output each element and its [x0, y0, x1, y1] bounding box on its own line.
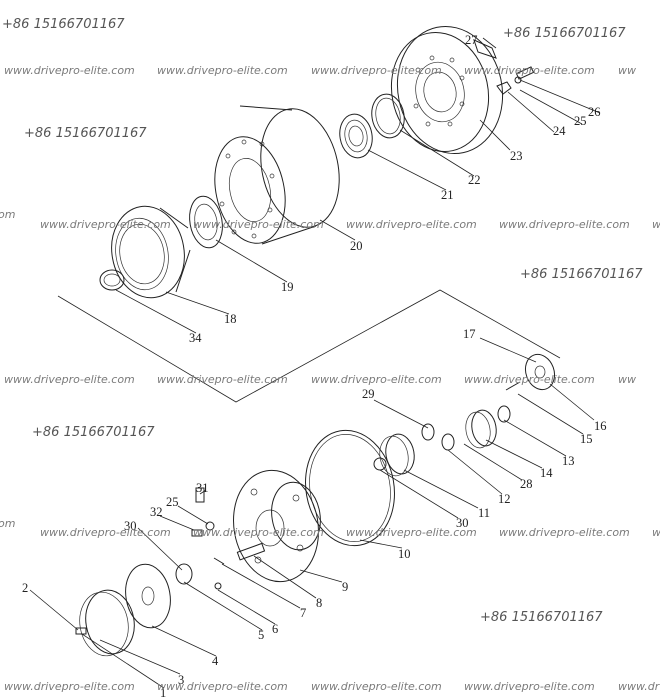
part-2-bolt [75, 627, 87, 635]
callout-21: 21 [441, 188, 454, 202]
callout-5: 5 [258, 628, 264, 642]
watermark-url-partial: ww [618, 64, 636, 77]
part-22-ring [371, 93, 405, 139]
part-34-seal [99, 269, 125, 291]
watermark-url: www.drivepro-elite.com [4, 680, 135, 693]
callout-2: 2 [22, 581, 28, 595]
callout-25-lower: 25 [166, 495, 179, 509]
watermark-url: www.drivepro-elite.com [311, 680, 442, 693]
part-21-bearing [339, 113, 373, 159]
part-32 [191, 529, 203, 537]
part-4-gasket [125, 563, 171, 629]
part-11-planet-gear [379, 433, 415, 477]
part-9-carrier [233, 469, 321, 583]
watermark-url: www.drivepro-elite.com [157, 373, 288, 386]
part-25 [205, 521, 215, 531]
callout-4: 4 [212, 654, 219, 668]
callout-labels: 27 26 25 24 23 22 21 20 19 18 34 17 16 1… [22, 33, 607, 700]
part-20-hub [214, 105, 340, 245]
callout-29: 29 [362, 387, 375, 401]
callout-11: 11 [478, 506, 490, 520]
callout-18: 18 [224, 312, 237, 326]
watermark-url-partial: www.dr [618, 680, 660, 693]
callout-19: 19 [281, 280, 294, 294]
part-29-washer [421, 423, 435, 441]
watermark-url: www.drivepro-elite.com [464, 680, 595, 693]
watermark-phone: +86 15166701167 [480, 610, 603, 625]
watermark-url: www.drivepro-elite.com [40, 218, 171, 231]
watermark-url: www.drivepro-elite.com [346, 526, 477, 539]
part-23-disc [390, 25, 504, 155]
part-18-ring-gear [111, 205, 191, 299]
watermark-url: www.drivepro-elite.com [346, 218, 477, 231]
part-17-cover [505, 353, 556, 391]
part-5-washer [175, 563, 193, 585]
callout-14: 14 [540, 466, 553, 480]
callout-28: 28 [520, 477, 533, 491]
watermark-phone: +86 15166701167 [520, 267, 643, 282]
part-19-bearing [189, 195, 223, 249]
watermark-url-partial: wv [652, 526, 660, 539]
callout-12: 12 [498, 492, 511, 506]
watermark-url: www.drivepro-elite.com [193, 526, 324, 539]
callout-26: 26 [588, 105, 601, 119]
leader-lines [29, 37, 601, 689]
callout-15: 15 [580, 432, 593, 446]
callout-16: 16 [594, 419, 607, 433]
watermark-url: www.drivepro-elite.com [499, 526, 630, 539]
watermark-url: www.drivepro-elite.com [311, 64, 442, 77]
watermark-url: www.drivepro-elite.com [157, 64, 288, 77]
part-10-gasket [305, 429, 395, 547]
part-7-pin [213, 557, 225, 565]
callout-23: 23 [510, 149, 523, 163]
watermark-url: www.drivepro-elite.com [157, 680, 288, 693]
callout-1: 1 [160, 686, 166, 700]
callout-25: 25 [574, 114, 587, 128]
callout-9: 9 [342, 580, 348, 594]
part-31 [195, 487, 205, 503]
callout-30-upper: 30 [456, 516, 469, 530]
watermark-url: www.drivepro-elite.com [311, 373, 442, 386]
watermark-url-partial: om [0, 517, 15, 530]
part-12-washer [441, 433, 455, 451]
watermark-url: www.drivepro-elite.com [40, 526, 171, 539]
part-8-pin [236, 542, 266, 561]
callout-10: 10 [398, 547, 411, 561]
callout-22: 22 [468, 173, 481, 187]
watermark-phone: +86 15166701167 [24, 126, 147, 141]
watermark-url: www.drivepro-elite.com [499, 218, 630, 231]
watermark-phone: +86 15166701167 [2, 17, 125, 32]
watermark-phone: +86 15166701167 [503, 26, 626, 41]
part-3-end-cover [79, 589, 135, 657]
watermark-url: www.drivepro-elite.com [4, 64, 135, 77]
part-13-washer [497, 405, 511, 423]
watermark-url: www.drivepro-elite.com [4, 373, 135, 386]
watermark-url: www.drivepro-elite.com [464, 64, 595, 77]
callout-30-lower: 30 [124, 519, 137, 533]
watermarks: +86 15166701167 +86 15166701167 +86 1516… [0, 17, 660, 693]
part-6 [214, 582, 222, 590]
watermark-url-partial: w [652, 218, 660, 231]
part-14-gear [465, 409, 497, 449]
callout-27: 27 [465, 33, 478, 47]
callout-6: 6 [272, 622, 278, 636]
callout-31: 31 [196, 481, 209, 495]
callout-3: 3 [178, 673, 184, 687]
callout-32: 32 [150, 505, 163, 519]
watermark-url-partial: om [0, 208, 15, 221]
watermark-url: www.drivepro-elite.com [464, 373, 595, 386]
callout-13: 13 [562, 454, 575, 468]
callout-24: 24 [553, 124, 566, 138]
callout-8: 8 [316, 596, 322, 610]
callout-20: 20 [350, 239, 363, 253]
watermark-url: www.drivepro-elite.com [193, 218, 324, 231]
callout-34: 34 [189, 331, 202, 345]
watermark-phone: +86 15166701167 [32, 425, 155, 440]
callout-17: 17 [463, 327, 476, 341]
parts-24-27 [473, 39, 535, 95]
callout-7: 7 [300, 606, 306, 620]
watermark-url-partial: ww [618, 373, 636, 386]
